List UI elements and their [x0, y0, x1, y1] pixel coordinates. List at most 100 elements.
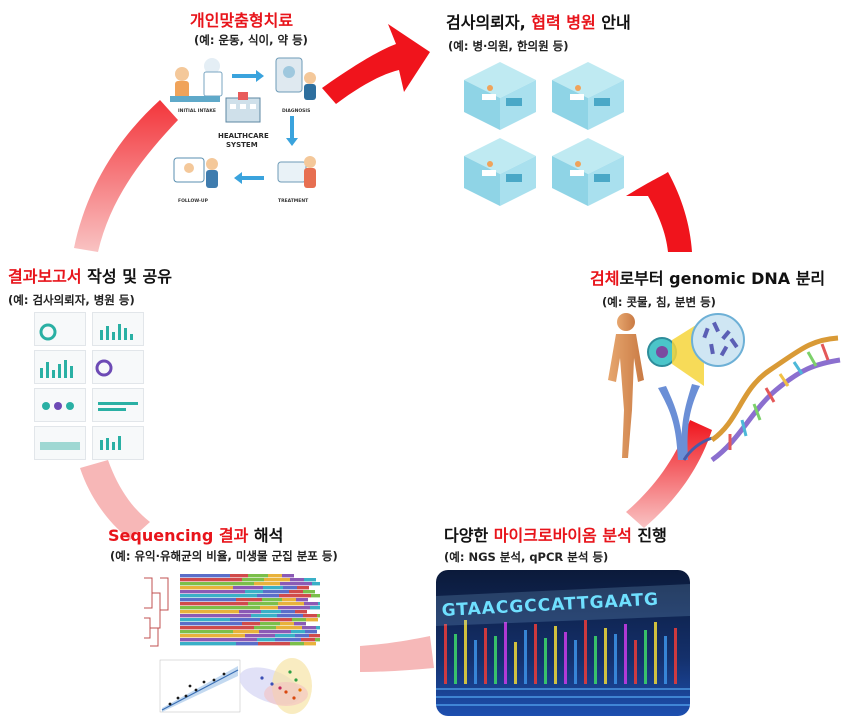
stack-segment: [251, 614, 277, 618]
stack-segment: [304, 642, 316, 646]
stack-segment: [257, 638, 275, 642]
stack-segment: [317, 614, 320, 618]
stack-segment: [312, 582, 320, 586]
label-healthcare: HEALTHCARE: [218, 132, 269, 140]
stack-segment: [277, 614, 303, 618]
stack-segment: [180, 618, 230, 622]
room-cube: [464, 62, 536, 130]
stack-segment: [282, 598, 296, 602]
regression-plot: [159, 659, 241, 713]
stack-segment: [290, 578, 304, 582]
cell-icon: [647, 313, 745, 386]
label-initial-intake: INITIAL INTAKE: [178, 108, 216, 114]
arrow-left-lower: [80, 460, 150, 540]
stack-segment: [316, 626, 320, 630]
title-text: 로부터 genomic DNA 분리: [619, 269, 826, 288]
stack-segment: [245, 634, 275, 638]
stack-segment: [295, 634, 309, 638]
stack-segment: [180, 606, 260, 610]
human-body-icon: [608, 313, 644, 458]
step-hospital-guidance-subtitle: (예: 병·의원, 한의원 등): [448, 39, 569, 53]
arrow-bottom: [360, 636, 434, 672]
report-page: [92, 350, 144, 384]
stack-segment: [254, 582, 280, 586]
stack-segment: [261, 610, 281, 614]
arrow-right-lower: [626, 420, 712, 528]
sequencing-results-figure: [144, 574, 320, 714]
label-follow-up: FOLLOW-UP: [178, 198, 209, 204]
stack-segment: [260, 606, 278, 610]
stack-segment: [180, 642, 236, 646]
stack-segment: [297, 586, 309, 590]
healthcare-system-illustration: INITIAL INTAKE DIAGNOSIS HEALTHCARE SYST…: [170, 57, 316, 204]
stack-segment: [275, 638, 301, 642]
stack-segment: [283, 586, 297, 590]
stack-segment: [262, 598, 282, 602]
stack-segment: [239, 610, 261, 614]
arrow-right-upper: [626, 172, 692, 252]
stack-segment: [230, 618, 260, 622]
stack-segment: [233, 586, 263, 590]
dna-illustration: [608, 313, 841, 463]
stack-segment: [258, 642, 290, 646]
chromosome-icon: [658, 384, 713, 461]
stack-segment: [180, 626, 254, 630]
title-highlight: 결과보고서: [8, 267, 82, 286]
ngs-sequence-image: GTAACGCCATTGAATG: [436, 570, 690, 716]
dendrogram: [144, 577, 169, 647]
stack-segment: [230, 574, 248, 578]
title-text: 작성 및 공유: [81, 267, 172, 286]
stack-segment: [236, 642, 258, 646]
stack-segment: [180, 594, 257, 598]
treatment-figure: [277, 156, 316, 188]
stack-segment: [233, 630, 259, 634]
title-highlight: 검체: [590, 269, 620, 288]
stack-segment: [310, 606, 320, 610]
stack-segment: [278, 602, 304, 606]
step-sequencing-interpretation-title: Sequencing 결과 해석: [108, 522, 283, 546]
stack-segment: [257, 594, 279, 598]
stack-segment: [259, 630, 291, 634]
step-microbiome-analysis-title: 다양한 마이크로바이옴 분석 진행: [444, 522, 667, 546]
hospital-building-icon: [225, 92, 261, 123]
stack-segment: [290, 642, 304, 646]
stack-segment: [248, 574, 268, 578]
stack-segment: [276, 626, 302, 630]
step-hospital-guidance-title: 검사의뢰자, 협력 병원 안내: [446, 9, 631, 33]
title-text: 검사의뢰자,: [446, 13, 532, 32]
stack-segment: [236, 598, 262, 602]
stack-segment: [301, 638, 315, 642]
stack-segment: [180, 622, 242, 626]
stack-segment: [180, 614, 251, 618]
title-text: 진행: [631, 526, 667, 545]
stack-segment: [296, 598, 308, 602]
stack-segment: [242, 578, 264, 582]
stack-segment: [180, 590, 245, 594]
stack-segment: [289, 590, 303, 594]
stack-segment: [278, 606, 310, 610]
stack-segment: [254, 626, 276, 630]
report-pages-illustration: [34, 312, 148, 464]
title-highlight: 마이크로바이옴 분석: [493, 526, 632, 545]
stack-segment: [295, 610, 307, 614]
pca-ellipse-plot: [239, 658, 312, 714]
stack-segment: [245, 590, 263, 594]
step-microbiome-analysis-subtitle: (예: NGS 분석, qPCR 분석 등): [444, 550, 609, 564]
stack-segment: [263, 586, 283, 590]
title-text: 해석: [248, 526, 284, 545]
stack-segment: [180, 586, 233, 590]
step-dna-extraction-subtitle: (예: 콧물, 침, 분변 등): [602, 295, 716, 309]
title-text: 다양한: [444, 526, 494, 545]
stack-segment: [180, 602, 248, 606]
diagnosis-figure: [275, 57, 316, 100]
step-report-sharing-subtitle: (예: 검사의뢰자, 병원 등): [8, 293, 135, 307]
taxonomy-stacked-bars: [180, 574, 320, 646]
stack-segment: [305, 630, 317, 634]
step-personalized-treatment-title: 개인맞춤형치료: [190, 7, 293, 31]
label-treatment: TREATMENT: [278, 198, 309, 204]
report-charts: [39, 323, 138, 450]
stack-segment: [180, 630, 233, 634]
stack-segment: [294, 622, 306, 626]
stack-segment: [282, 574, 294, 578]
